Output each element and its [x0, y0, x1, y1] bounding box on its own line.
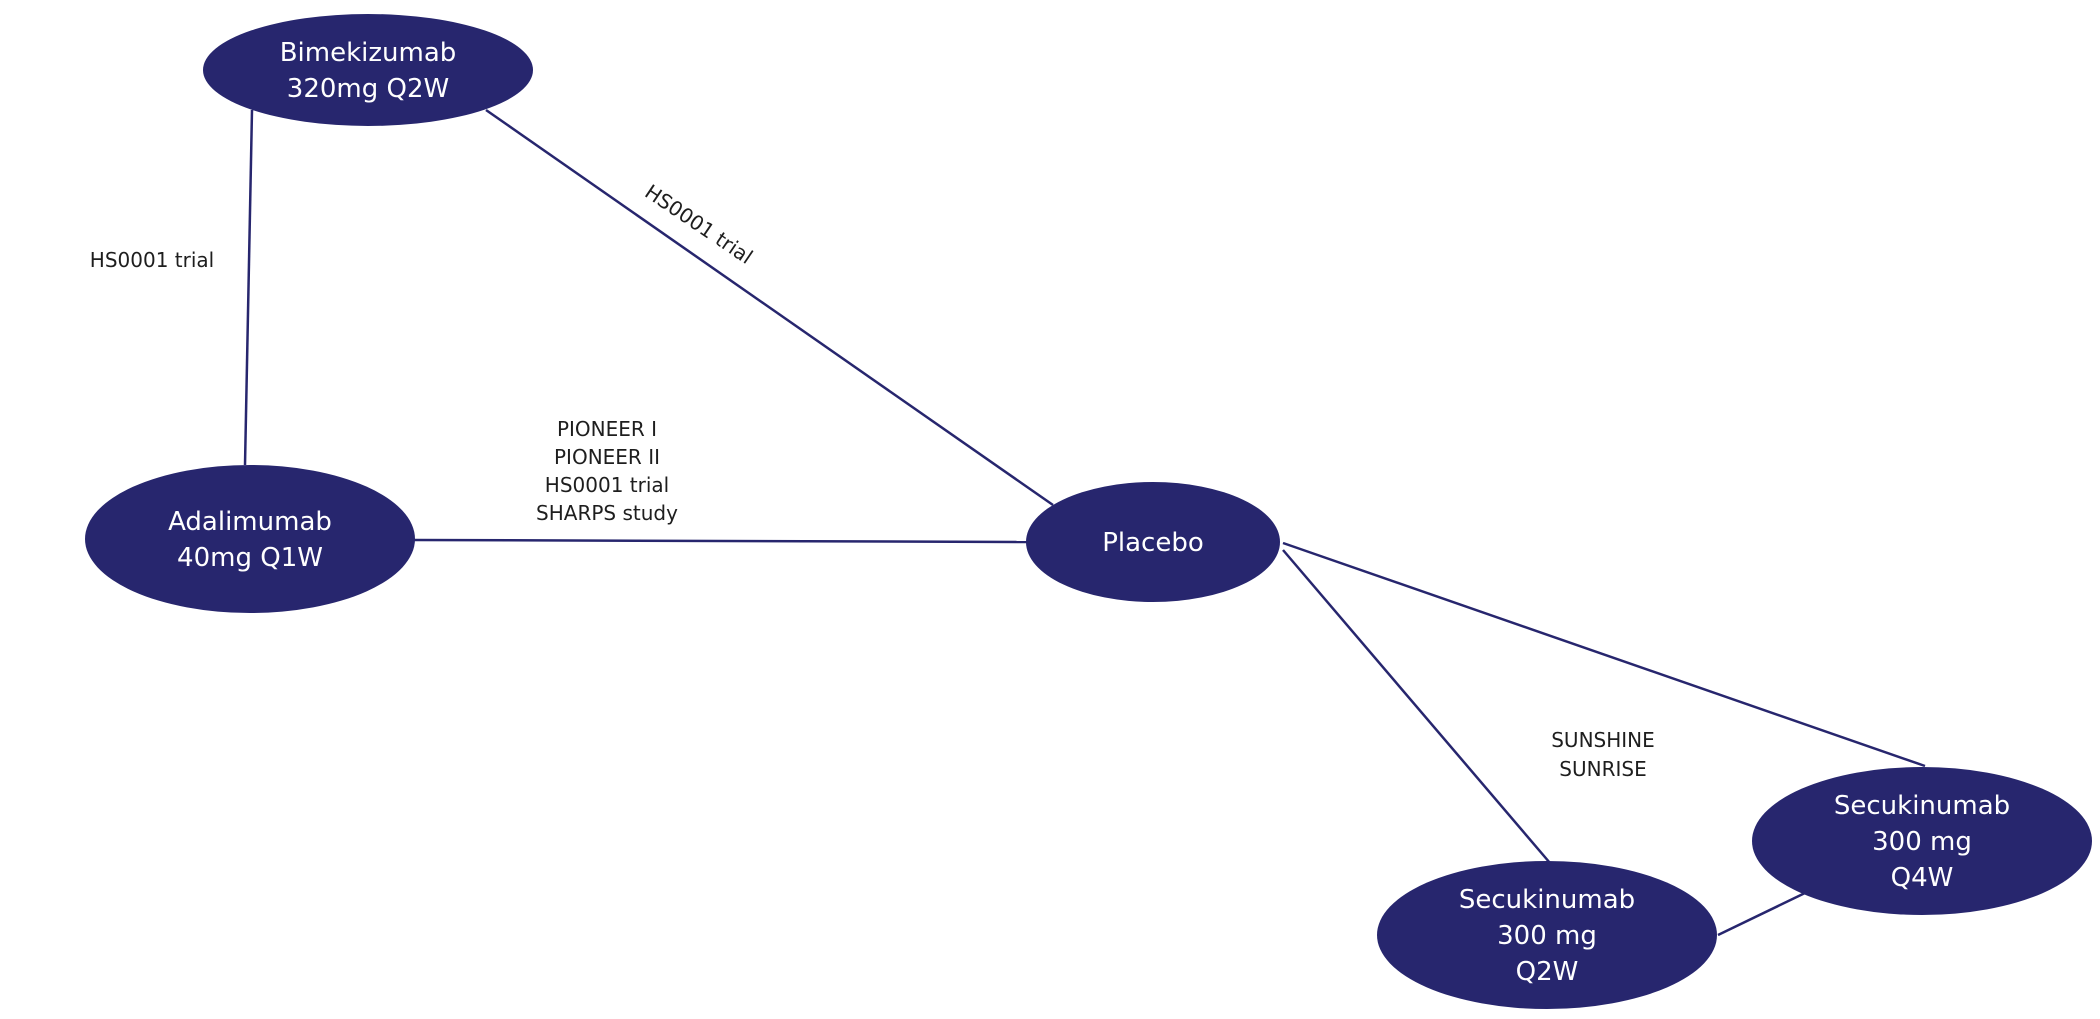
edge-secukinumab-q2w-q4w: [1717, 891, 1806, 937]
edge-label-line: SUNSHINE: [1551, 728, 1655, 752]
node-label: Secukinumab 300 mg Q2W: [1459, 885, 1635, 987]
node-adalimumab: Adalimumab 40mg Q1W: [85, 465, 415, 613]
node-label-line: 40mg Q1W: [177, 543, 323, 573]
nodes-layer: Bimekizumab 320mg Q2W Adalimumab 40mg Q1W Pl…: [85, 14, 2092, 1009]
node-label-line: 320mg Q2W: [287, 74, 449, 104]
edge-placebo-secukinumab-q2w: [1282, 549, 1551, 864]
node-label-line: Secukinumab: [1459, 885, 1635, 915]
edge-label-line: SUNRISE: [1559, 757, 1646, 781]
node-label: Adalimumab 40mg Q1W: [168, 507, 332, 573]
node-label-line: Secukinumab: [1834, 791, 2010, 821]
edges-layer: [243, 108, 1926, 937]
edge-placebo-secukinumab-q4w: [1282, 541, 1926, 768]
edge-label-placebo-secukinumab-q2w: SUNSHINE SUNRISE: [1551, 728, 1655, 781]
node-secukinumab-q2w: Secukinumab 300 mg Q2W: [1377, 861, 1717, 1009]
node-secukinumab-q4w: Secukinumab 300 mg Q4W: [1752, 767, 2092, 915]
edge-adalimumab-placebo: [413, 538, 1028, 544]
edge-label-line: HS0001 trial: [90, 248, 214, 272]
edge-label-line: HS0001 trial: [545, 473, 669, 497]
node-bimekizumab: Bimekizumab 320mg Q2W: [203, 14, 533, 126]
node-label: Secukinumab 300 mg Q4W: [1834, 791, 2010, 893]
edge-bimekizumab-placebo: [485, 108, 1054, 507]
node-label-line: Q4W: [1891, 863, 1954, 893]
node-ellipse: [203, 14, 533, 126]
edge-label-line: PIONEER I: [557, 417, 657, 441]
node-label-line: Placebo: [1102, 528, 1204, 558]
edge-label-bimekizumab-adalimumab: HS0001 trial: [90, 248, 214, 272]
edge-label-line: SHARPS study: [536, 501, 678, 525]
node-label-line: 300 mg: [1497, 921, 1597, 951]
node-label: Bimekizumab 320mg Q2W: [280, 38, 457, 104]
node-ellipse: [1377, 861, 1717, 1009]
node-label-line: Adalimumab: [168, 507, 332, 537]
node-placebo: Placebo: [1026, 482, 1280, 602]
node-label-line: Bimekizumab: [280, 38, 457, 68]
node-label-line: Q2W: [1516, 957, 1579, 987]
edge-label-line: HS0001 trial: [641, 179, 758, 268]
edge-label-bimekizumab-placebo: HS0001 trial: [641, 179, 758, 268]
node-ellipse: [1026, 482, 1280, 602]
node-label: Placebo: [1102, 528, 1204, 558]
node-label-line: 300 mg: [1872, 827, 1972, 857]
node-ellipse: [85, 465, 415, 613]
node-ellipse: [1752, 767, 2092, 915]
edge-bimekizumab-adalimumab: [243, 109, 254, 466]
edge-label-line: PIONEER II: [554, 445, 660, 469]
